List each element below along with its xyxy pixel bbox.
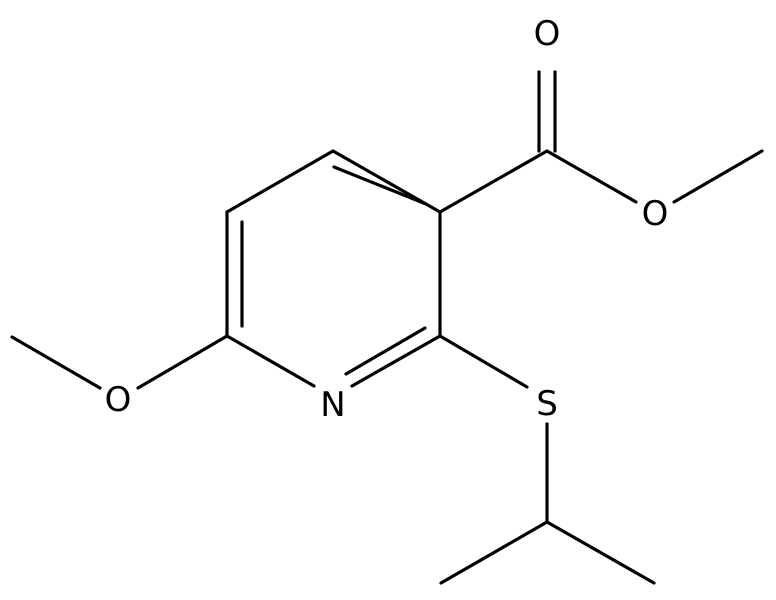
methoxy-oxygen-label: O xyxy=(105,380,132,420)
bond-c6-n1 xyxy=(225,334,316,388)
sulfur-label: S xyxy=(536,384,558,424)
ester-oxygen-label: O xyxy=(642,194,669,234)
bond-n1-c2-inner xyxy=(344,326,427,376)
bond-n1-c2 xyxy=(350,334,442,388)
methyl-ester-group xyxy=(438,70,764,214)
bond-ester-o-methyl xyxy=(672,149,764,204)
isopropylthio-group xyxy=(438,334,656,585)
methoxy-group xyxy=(10,334,229,390)
bond-c3-c4-inner xyxy=(332,165,428,206)
bond-c6-methoxy-o xyxy=(136,334,229,390)
bond-ch-methyl-left xyxy=(439,520,549,585)
ring-nitrogen-label: N xyxy=(320,385,345,425)
carbonyl-oxygen-label: O xyxy=(534,14,561,54)
bond-c2-sulfur xyxy=(438,334,529,389)
bond-c3-carbonyl xyxy=(438,149,549,214)
bond-methoxy-o-methyl xyxy=(10,335,102,390)
pyridine-ring xyxy=(225,149,442,388)
bond-c4-c5 xyxy=(225,149,335,214)
bond-carbonyl-ester-o xyxy=(545,149,638,204)
bond-ch-methyl-right xyxy=(545,520,656,585)
